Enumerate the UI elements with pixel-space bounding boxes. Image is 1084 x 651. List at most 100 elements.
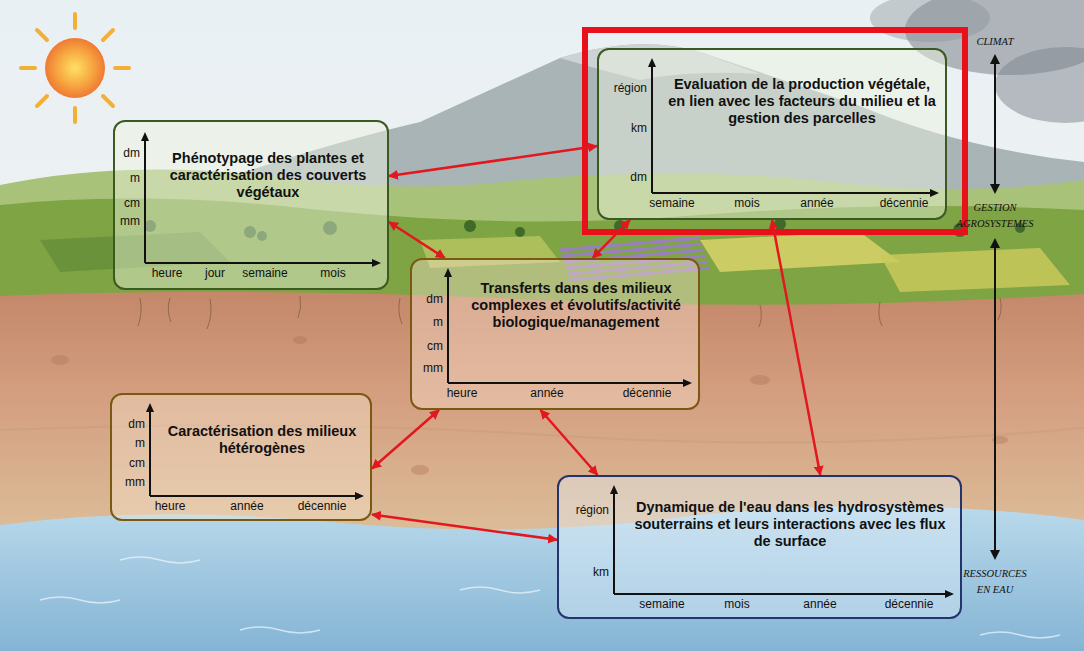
illustration-part (990, 54, 1000, 64)
axis-line (651, 64, 653, 193)
scale-arrows (990, 54, 1000, 560)
illustration-part (37, 96, 47, 106)
sun (21, 14, 129, 122)
box-title: Caractérisation des milieux hétérogènes (160, 423, 364, 457)
time-scale-label: décennie (880, 196, 929, 210)
size-scale-label: mm (125, 475, 145, 489)
scale-box: Transferts dans des milieux complexes et… (410, 258, 700, 410)
illustration-part (990, 238, 1000, 248)
time-scale-label: année (800, 196, 833, 210)
time-scale-label: heure (447, 386, 478, 400)
illustration-part (870, 0, 990, 42)
axis-line (614, 593, 947, 595)
scale-box: Phénotypage des plantes et caractérisati… (113, 120, 389, 290)
axis-arrowhead (930, 189, 939, 197)
time-scale-label: mois (734, 196, 759, 210)
size-scale-label: dm (630, 170, 647, 184)
size-scale-label: m (135, 436, 145, 450)
link-arrow (372, 410, 439, 469)
illustration-part (994, 246, 996, 552)
link-arrow (772, 220, 820, 475)
axis-arrowhead (610, 485, 618, 494)
size-scale-label: m (433, 315, 443, 329)
illustration-part (750, 375, 770, 385)
illustration-part (990, 184, 1000, 194)
time-scale-label: semaine (242, 266, 287, 280)
illustration-part (138, 298, 141, 326)
time-scale-label: décennie (885, 597, 934, 611)
illustration-part (879, 302, 882, 326)
axis-arrowhead (141, 132, 149, 141)
time-scale-label: semaine (649, 196, 694, 210)
size-scale-label: cm (129, 456, 145, 470)
time-scale-label: année (803, 597, 836, 611)
illustration-part (995, 47, 1084, 123)
axis-line (447, 274, 449, 383)
size-scale-label: mm (120, 214, 140, 228)
illustration-part (103, 96, 113, 106)
illustration-part (120, 557, 200, 563)
size-scale-label: région (576, 503, 609, 517)
size-scale-label: région (614, 81, 647, 95)
axis-line (150, 495, 357, 497)
size-scale-label: m (130, 171, 140, 185)
scale-axes (115, 122, 386, 287)
size-scale-label: cm (427, 339, 443, 353)
link-arrow (541, 410, 598, 475)
domain-label: CLIMAT (968, 34, 1022, 50)
illustration-part (40, 597, 120, 603)
box-title: Dynamique de l'eau dans les hydrosystème… (631, 499, 949, 550)
illustration-part (980, 632, 1060, 638)
link-arrow (389, 146, 597, 176)
axis-line (149, 409, 151, 496)
size-scale-label: km (593, 565, 609, 579)
time-scale-label: année (530, 386, 563, 400)
illustration-part (207, 299, 211, 329)
link-arrow (389, 222, 445, 258)
scale-box: Caractérisation des milieux hétérogènes d… (110, 393, 372, 521)
axis-arrowhead (648, 58, 656, 67)
illustration-part (240, 627, 320, 633)
time-scale-label: mois (724, 597, 749, 611)
illustration-part (45, 38, 105, 98)
illustration-part (103, 30, 113, 40)
axis-arrowhead (444, 268, 452, 277)
illustration-part (399, 298, 402, 324)
time-scale-label: décennie (623, 386, 672, 400)
illustration-part (994, 62, 996, 186)
illustration-part (73, 108, 77, 122)
axis-line (144, 138, 146, 263)
box-title: Evaluation de la production végétale, en… (667, 76, 937, 127)
illustration-part (21, 66, 35, 70)
link-arrow (593, 220, 630, 258)
illustration-part (464, 220, 476, 232)
axis-arrowhead (355, 492, 364, 500)
box-title: Transferts dans des milieux complexes et… (458, 280, 694, 331)
time-scale-label: heure (155, 499, 186, 513)
size-scale-label: dm (123, 146, 140, 160)
illustration-part (700, 232, 900, 272)
illustration-part (293, 336, 307, 344)
illustration-part (560, 238, 700, 250)
box-title: Phénotypage des plantes et caractérisati… (155, 150, 381, 201)
axis-line (145, 262, 374, 264)
illustration-part (298, 296, 301, 318)
scale-axes (599, 50, 944, 217)
illustration-part (759, 305, 761, 327)
illustration-part (115, 66, 129, 70)
time-scale-label: heure (152, 266, 183, 280)
size-scale-label: dm (426, 292, 443, 306)
axis-line (613, 491, 615, 594)
link-arrow (372, 515, 557, 540)
axis-arrowhead (683, 379, 692, 387)
illustration-part (515, 227, 525, 237)
illustration-part (562, 244, 702, 256)
time-scale-label: décennie (298, 499, 347, 513)
scale-box: Dynamique de l'eau dans les hydrosystème… (557, 475, 962, 619)
size-scale-label: dm (128, 417, 145, 431)
axis-arrowhead (945, 590, 954, 598)
illustration-part (168, 298, 171, 322)
